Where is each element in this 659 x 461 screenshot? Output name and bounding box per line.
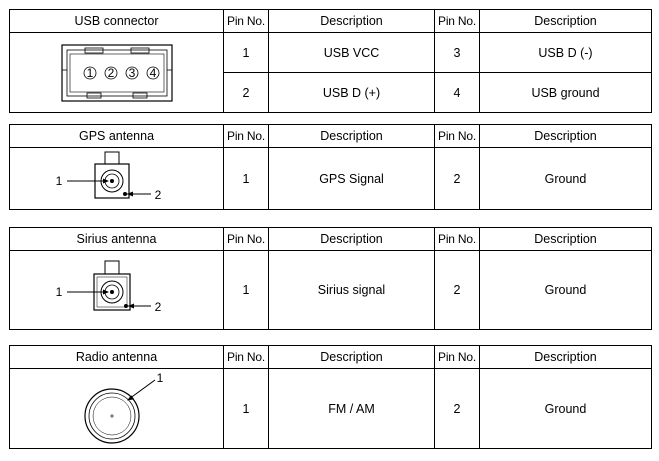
connector-name: Radio antenna xyxy=(9,345,224,369)
sirius-connector-icon: 1 2 xyxy=(55,260,161,314)
pin-label: 2 xyxy=(107,66,114,80)
pin-no-header: Pin No. xyxy=(434,124,480,148)
pin-label: 3 xyxy=(128,66,135,80)
description-header: Description xyxy=(268,227,435,251)
pin-number: 2 xyxy=(434,250,480,330)
sirius-antenna-table: Sirius antenna Pin No. Description Pin N… xyxy=(9,227,652,330)
table-row: 1 2 1 Sirius signal 2 Ground xyxy=(9,250,652,330)
gps-antenna-diagram: 1 2 xyxy=(9,147,224,210)
table-header-row: Sirius antenna Pin No. Description Pin N… xyxy=(9,227,652,251)
connector-name: GPS antenna xyxy=(9,124,224,148)
pin-number: 1 xyxy=(223,250,269,330)
table-row: 1 1 FM / AM 2 Ground xyxy=(9,368,652,449)
description-header: Description xyxy=(268,345,435,369)
pin-no-header: Pin No. xyxy=(434,345,480,369)
gps-connector-icon: 1 2 xyxy=(55,151,161,202)
pin-circle xyxy=(83,66,96,79)
table-row: 1 2 3 4 1 USB VCC 3 USB D (-) xyxy=(9,32,652,113)
gps-antenna-table: GPS antenna Pin No. Description Pin No. … xyxy=(9,124,652,210)
pin-number: 2 xyxy=(223,72,269,113)
pin-description: Ground xyxy=(479,250,652,330)
pin-label: 4 xyxy=(149,66,156,80)
pin-number: 3 xyxy=(434,32,480,73)
pin-no-header: Pin No. xyxy=(434,227,480,251)
pin-circle xyxy=(146,66,159,79)
pin-label: 2 xyxy=(154,188,161,202)
table-header-row: USB connector Pin No. Description Pin No… xyxy=(9,9,652,33)
radio-antenna-diagram: 1 xyxy=(9,368,224,449)
description-header: Description xyxy=(268,124,435,148)
pin-number: 2 xyxy=(434,147,480,210)
table-header-row: GPS antenna Pin No. Description Pin No. … xyxy=(9,124,652,148)
pin-description: USB D (-) xyxy=(479,32,652,73)
pin-description: Sirius signal xyxy=(268,250,435,330)
pin-description: Ground xyxy=(479,147,652,210)
description-header: Description xyxy=(479,345,652,369)
table-row: 2 USB D (+) 4 USB ground xyxy=(10,72,652,113)
description-header: Description xyxy=(479,227,652,251)
pin-circle xyxy=(125,66,138,79)
table-row: 1 2 1 GPS Signal 2 Ground xyxy=(9,147,652,210)
pin-number: 2 xyxy=(434,368,480,449)
description-header: Description xyxy=(479,9,652,33)
pin-number: 1 xyxy=(223,32,269,73)
pin-description: USB ground xyxy=(479,72,652,113)
sirius-antenna-diagram: 1 2 xyxy=(9,250,224,330)
pin-label: 1 xyxy=(55,285,62,299)
pin-number: 4 xyxy=(434,72,480,113)
radio-connector-icon: 1 xyxy=(83,372,163,444)
pin-no-header: Pin No. xyxy=(223,9,269,33)
description-header: Description xyxy=(268,9,435,33)
pin-description: FM / AM xyxy=(268,368,435,449)
pin-description: Ground xyxy=(479,368,652,449)
pin-description: USB D (+) xyxy=(268,72,435,113)
pin-description: USB VCC xyxy=(268,32,435,73)
connector-name: Sirius antenna xyxy=(9,227,224,251)
usb-connector-icon: 1 2 3 4 xyxy=(60,43,173,102)
pin-no-header: Pin No. xyxy=(434,9,480,33)
pin-label: 1 xyxy=(55,174,62,188)
pin-no-header: Pin No. xyxy=(223,227,269,251)
pin-no-header: Pin No. xyxy=(223,124,269,148)
radio-antenna-table: Radio antenna Pin No. Description Pin No… xyxy=(9,345,652,449)
connector-name: USB connector xyxy=(9,9,224,33)
pin-label: 1 xyxy=(156,372,163,385)
pin-no-header: Pin No. xyxy=(223,345,269,369)
pin-number: 1 xyxy=(223,147,269,210)
pin-number: 1 xyxy=(223,368,269,449)
usb-connector-table: USB connector Pin No. Description Pin No… xyxy=(9,9,652,113)
usb-connector-diagram: 1 2 3 4 xyxy=(9,32,224,113)
table-header-row: Radio antenna Pin No. Description Pin No… xyxy=(9,345,652,369)
pin-label: 1 xyxy=(86,66,93,80)
description-header: Description xyxy=(479,124,652,148)
pin-description: GPS Signal xyxy=(268,147,435,210)
pin-circle xyxy=(104,66,117,79)
pin-label: 2 xyxy=(154,300,161,314)
